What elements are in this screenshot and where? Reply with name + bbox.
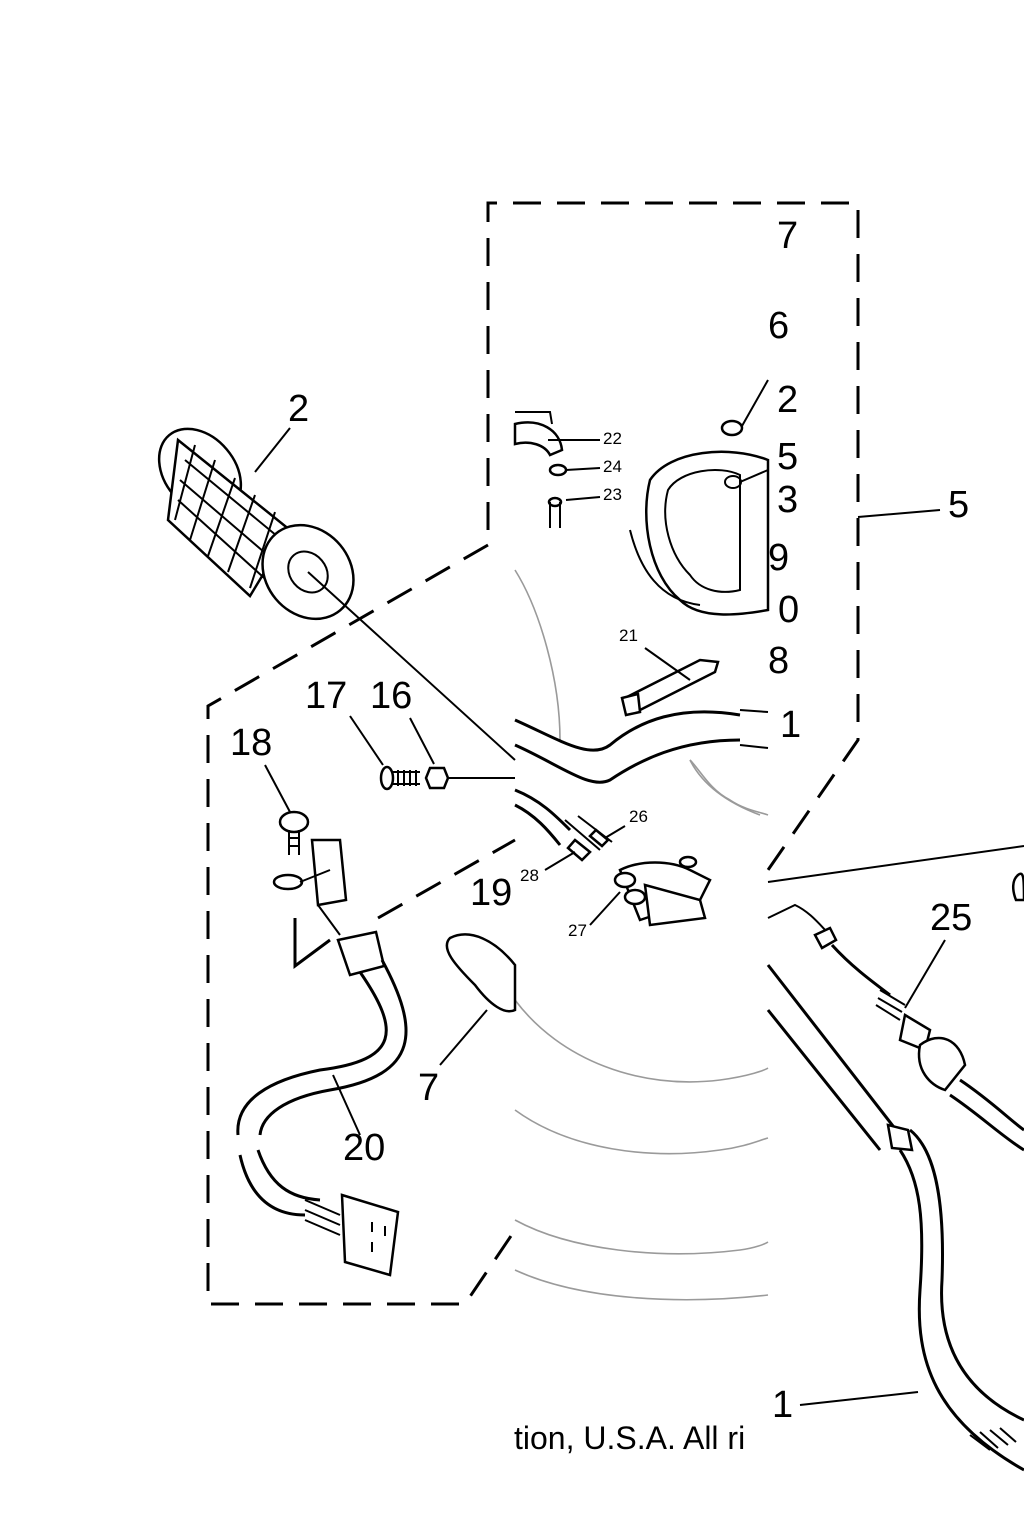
- small-callout-label: 21: [619, 626, 638, 645]
- handlebar-and-cable: [766, 845, 1024, 1472]
- small-callout-label: 28: [520, 866, 539, 885]
- small-callout-label: 24: [603, 457, 622, 476]
- screw-and-nut: [349, 715, 515, 791]
- callout-label: 6: [768, 305, 789, 347]
- small-callout-labels: 22 24 23 21 26 28 27: [520, 429, 648, 940]
- callout-label: 9: [768, 537, 789, 579]
- small-callout-label: 23: [603, 485, 622, 504]
- callout-label: 17: [305, 675, 347, 717]
- callout-label: 1: [780, 704, 801, 746]
- small-callout-label: 22: [603, 429, 622, 448]
- callout-label: 1: [772, 1384, 793, 1426]
- callout-label: 8: [768, 640, 789, 682]
- left-switch-wiring: [236, 764, 408, 1277]
- right-switch-cluster: [513, 379, 770, 816]
- callout-label: 5: [948, 484, 969, 526]
- dashed-group-boxes: [206, 201, 860, 1306]
- background-ghost-outlines: [514, 569, 769, 1301]
- copyright-text: tion, U.S.A. All ri: [514, 1420, 745, 1456]
- small-callout-label: 26: [629, 807, 648, 826]
- callout-label: 18: [230, 722, 272, 764]
- callout-label: 25: [930, 897, 972, 939]
- right-switch-group-box: [486, 201, 860, 871]
- throttle-cable-ends: [514, 788, 712, 927]
- callout-label: 19: [470, 872, 512, 914]
- callout-label: 5: [777, 436, 798, 478]
- callout-label: 20: [343, 1127, 385, 1169]
- callout-label: 2: [288, 388, 309, 430]
- callout-label: 7: [777, 215, 798, 257]
- callout-labels: 2 17 16 18 19 7 20 5 25 1 7 6 2 5 3 9 0 …: [230, 215, 972, 1426]
- grip-part: [157, 427, 355, 621]
- callout-label: 7: [418, 1067, 439, 1109]
- callout-label: 16: [370, 675, 412, 717]
- part-7: [439, 933, 517, 1066]
- callout-label: 3: [777, 479, 798, 521]
- callout-label: 0: [778, 589, 799, 631]
- callout-label: 2: [777, 379, 798, 421]
- left-switch-group-box: [206, 543, 517, 1306]
- small-callout-label: 27: [568, 921, 587, 940]
